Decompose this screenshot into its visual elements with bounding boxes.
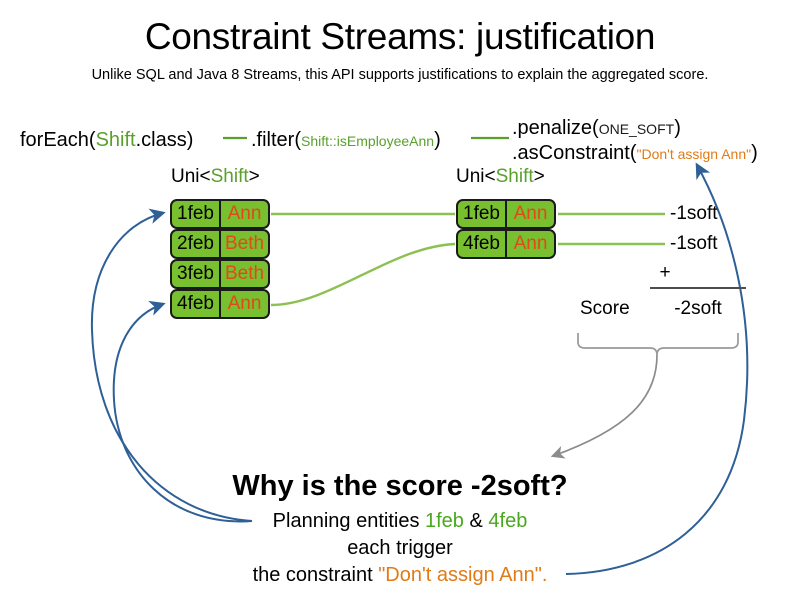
- score-total-value: -2soft: [674, 298, 722, 319]
- uni-right-type: Shift: [495, 166, 534, 187]
- stream-caption-right: Uni<Shift>: [456, 166, 545, 188]
- asconstraint-tail: ): [751, 142, 758, 164]
- explanation-entity-a: 1feb: [425, 510, 464, 532]
- uni-left-prefix: Uni<: [171, 166, 211, 187]
- shift-card-employee: Ann: [227, 203, 262, 224]
- shift-card-employee: Beth: [224, 233, 265, 254]
- sum-operator: +: [659, 262, 671, 283]
- explanation-line-3: the constraint "Don't assign Ann".: [0, 564, 800, 587]
- filter-tail: ): [434, 129, 441, 151]
- shift-card[interactable]: 1feb Ann: [456, 199, 556, 229]
- explanation-line3-prefix: the constraint: [252, 564, 379, 586]
- explanation-heading: Why is the score -2soft?: [232, 470, 568, 502]
- shift-card[interactable]: 2feb Beth: [170, 229, 270, 259]
- sum-divider: [650, 287, 746, 289]
- filter-argument: Shift::isEmployeeAnn: [301, 133, 435, 149]
- pipeline-step-foreach: forEach(Shift.class): [20, 128, 193, 153]
- slide-title: Constraint Streams: justification: [144, 16, 656, 57]
- penalize-method: .penalize(: [512, 117, 599, 139]
- score-explanation-arrow: [550, 354, 658, 459]
- foreach-tail: .class): [135, 129, 194, 151]
- pipeline-step-filter: .filter(Shift::isEmployeeAnn): [251, 128, 441, 153]
- stream-caption-left: Uni<Shift>: [171, 166, 260, 188]
- asconstraint-method: .asConstraint(: [512, 142, 637, 164]
- foreach-method: forEach(: [20, 129, 96, 151]
- explanation-constraint-name: "Don't assign Ann".: [378, 564, 548, 586]
- penalize-tail: ): [674, 117, 681, 139]
- shift-card-date: 4feb: [172, 291, 221, 317]
- pipeline-step-asconstraint: .asConstraint("Don't assign Ann"): [512, 141, 758, 166]
- penalty-value: -1soft: [670, 233, 718, 254]
- shift-card-date: 3feb: [172, 261, 221, 287]
- uni-left-type: Shift: [210, 166, 249, 187]
- uni-right-prefix: Uni<: [456, 166, 496, 187]
- shift-card-employee: Ann: [227, 293, 262, 314]
- shift-card-employee: Beth: [224, 263, 265, 284]
- uni-right-suffix: >: [533, 166, 545, 187]
- shift-card[interactable]: 1feb Ann: [170, 199, 270, 229]
- shift-card[interactable]: 3feb Beth: [170, 259, 270, 289]
- shift-card-date: 1feb: [458, 201, 507, 227]
- pipeline-step-terminal: .penalize(ONE_SOFT) .asConstraint("Don't…: [512, 116, 758, 166]
- pipeline-step-penalize: .penalize(ONE_SOFT): [512, 116, 758, 141]
- score-label: Score: [580, 298, 630, 319]
- score-brace: [577, 333, 739, 356]
- shift-card-date: 1feb: [172, 201, 221, 227]
- shift-card-date: 2feb: [172, 231, 221, 257]
- explanation-ampersand: &: [463, 510, 489, 532]
- explanation-line-1: Planning entities 1feb & 4feb: [0, 510, 800, 533]
- slide-subtitle: Unlike SQL and Java 8 Streams, this API …: [91, 67, 709, 83]
- filter-method: .filter(: [251, 129, 301, 151]
- penalty-value: -1soft: [670, 203, 718, 224]
- explanation-line-2: each trigger: [347, 537, 453, 559]
- uni-left-suffix: >: [248, 166, 260, 187]
- explanation-entity-b: 4feb: [488, 510, 528, 532]
- foreach-type: Shift: [95, 129, 136, 151]
- penalize-argument: ONE_SOFT: [598, 121, 675, 137]
- shift-card-employee: Ann: [513, 233, 548, 254]
- asconstraint-argument: "Don't assign Ann": [636, 146, 752, 162]
- shift-card[interactable]: 4feb Ann: [456, 229, 556, 259]
- shift-card-date: 4feb: [458, 231, 507, 257]
- shift-card-employee: Ann: [513, 203, 548, 224]
- explanation-line1-prefix: Planning entities: [272, 510, 425, 532]
- shift-card[interactable]: 4feb Ann: [170, 289, 270, 319]
